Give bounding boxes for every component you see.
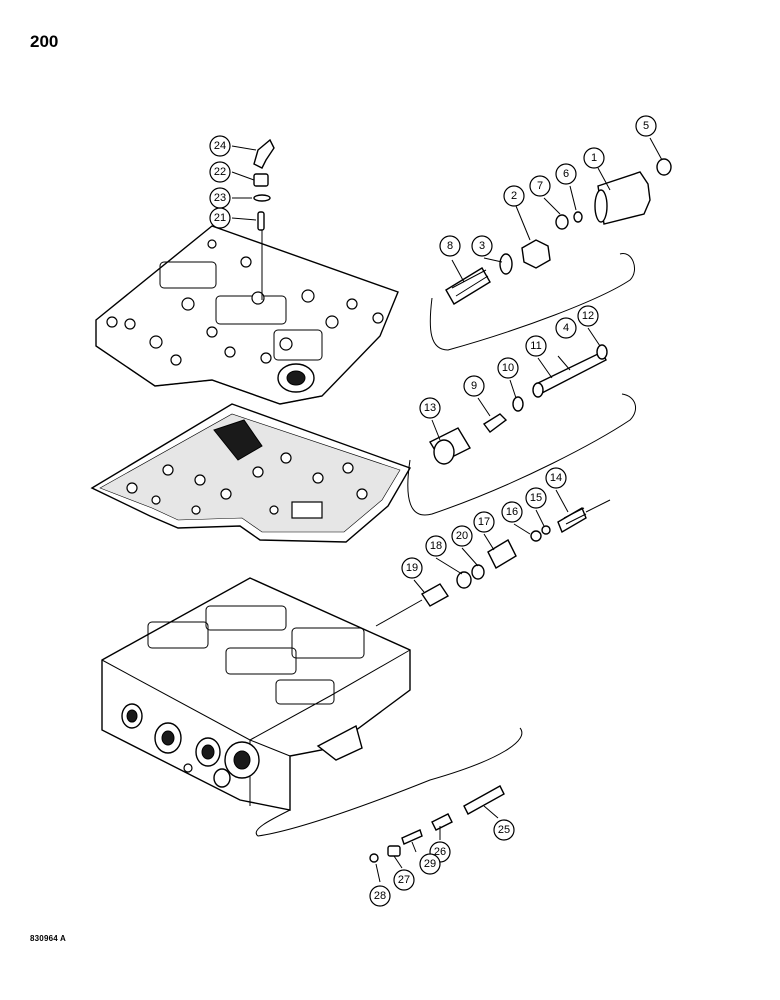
svg-text:7: 7 [537,180,543,192]
svg-text:24: 24 [214,140,226,152]
svg-text:19: 19 [406,562,418,574]
svg-text:22: 22 [214,166,226,178]
svg-text:15: 15 [530,492,542,504]
svg-text:2: 2 [511,190,517,202]
callout: 17 [473,511,495,533]
callout: 25 [493,819,515,841]
callout: 4 [555,317,577,339]
gasket [90,403,412,543]
page-number: 200 [30,32,59,51]
svg-text:23: 23 [214,192,226,204]
callout: 23 [209,187,231,209]
callout: 3 [471,235,493,257]
svg-text:3: 3 [479,240,485,252]
svg-text:14: 14 [550,472,562,484]
callout: 7 [529,175,551,197]
svg-text:1: 1 [591,152,597,164]
callout: 13 [419,397,441,419]
callout: 12 [577,305,599,327]
callout: 15 [525,487,547,509]
callout: 8 [439,235,461,257]
callout: 27 [393,869,415,891]
svg-text:12: 12 [582,310,594,322]
svg-text:21: 21 [214,212,226,224]
svg-text:16: 16 [506,506,518,518]
callout: 11 [525,335,547,357]
svg-text:10: 10 [502,362,514,374]
callout: 10 [497,357,519,379]
svg-text:11: 11 [530,340,541,352]
svg-text:17: 17 [478,516,490,528]
callout: 20 [451,525,473,547]
spring-group [375,499,611,627]
callouts: 1 2 3 4 5 6 7 8 9 10 11 12 13 14 15 16 1… [209,115,657,907]
svg-text:5: 5 [643,120,649,132]
callout: 16 [501,501,523,523]
lower-valve-parts [255,727,523,863]
callout: 6 [555,163,577,185]
callout: 19 [401,557,423,579]
svg-text:18: 18 [430,540,442,552]
svg-text:6: 6 [563,168,569,180]
callout: 24 [209,135,231,157]
svg-text:20: 20 [456,530,468,542]
callout: 5 [635,115,657,137]
svg-text:26: 26 [434,846,446,858]
callout: 21 [209,207,231,229]
valve-cover-plate [95,225,399,405]
callout: 1 [583,147,605,169]
svg-text:4: 4 [563,322,569,334]
callout: 14 [545,467,567,489]
callout: 9 [463,375,485,397]
svg-text:28: 28 [374,890,386,902]
figure-code: 830964 A [30,934,66,943]
callout: 18 [425,535,447,557]
upper-valve-parts [429,158,672,351]
callout: 22 [209,161,231,183]
svg-text:27: 27 [398,874,410,886]
svg-text:29: 29 [424,858,436,870]
leader-lines [231,137,663,883]
svg-text:9: 9 [471,380,477,392]
svg-text:13: 13 [424,402,436,414]
callout: 29 [419,853,441,875]
callout: 2 [503,185,525,207]
valve-body [101,577,411,811]
spool-group [407,344,637,516]
callout: 28 [369,885,391,907]
svg-text:25: 25 [498,824,510,836]
svg-text:8: 8 [447,240,453,252]
